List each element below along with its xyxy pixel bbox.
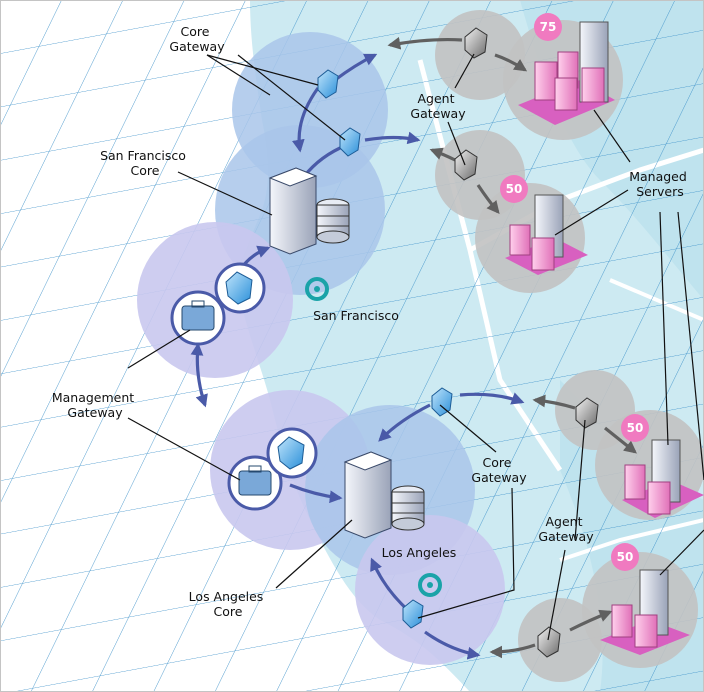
gateway-icon xyxy=(402,599,424,629)
svg-text:50: 50 xyxy=(506,182,523,196)
location-marker-icon xyxy=(418,573,442,597)
server-rack-icon xyxy=(622,439,704,518)
briefcase-icon xyxy=(227,455,283,511)
svg-text:50: 50 xyxy=(617,550,634,564)
label-management-gateway: Management Gateway xyxy=(52,390,138,420)
label-managed-servers: Managed Servers xyxy=(629,169,691,199)
gateway-icon xyxy=(317,69,339,99)
core-gateway-icons xyxy=(317,69,453,629)
label-agent-gateway-bottom: Agent Gateway xyxy=(538,514,594,544)
city-markers xyxy=(305,277,442,597)
server-tower-icon xyxy=(268,167,318,255)
database-icon xyxy=(391,485,425,531)
label-sf-core: San Francisco Core xyxy=(100,148,190,178)
gateway-icon xyxy=(431,387,453,417)
badge-la-2: 50 xyxy=(611,543,639,571)
gateway-icon xyxy=(575,397,599,429)
server-count-badges: 75 50 50 50 xyxy=(500,13,649,571)
location-marker-icon xyxy=(305,277,329,301)
agent-gateway-icons xyxy=(454,27,599,658)
gateway-icon xyxy=(339,127,361,157)
label-agent-gateway-top: Agent Gateway xyxy=(410,91,466,121)
server-rack-icon xyxy=(505,194,588,275)
label-core-gateway-top: Core Gateway xyxy=(169,24,225,54)
label-la-core: Los Angeles Core xyxy=(189,589,268,619)
core-servers xyxy=(268,167,425,539)
gateway-icon xyxy=(214,262,266,314)
gateway-icon xyxy=(537,626,561,658)
svg-text:75: 75 xyxy=(540,20,557,34)
label-la-city: Los Angeles xyxy=(382,545,457,560)
server-rack-icon xyxy=(600,569,690,655)
database-icon xyxy=(316,198,350,244)
svg-text:50: 50 xyxy=(627,421,644,435)
label-core-gateway-bottom: Core Gateway xyxy=(471,455,527,485)
badge-sf-2: 50 xyxy=(500,175,528,203)
server-tower-icon xyxy=(343,451,393,539)
managed-server-clusters xyxy=(505,21,704,655)
badge-sf-1: 75 xyxy=(534,13,562,41)
diagram-labels: Core Gateway Agent Gateway San Francisco… xyxy=(52,24,691,619)
management-gateway-nodes xyxy=(170,262,318,511)
gateway-icon xyxy=(454,149,478,181)
gateway-icon xyxy=(266,427,318,479)
label-sf-city: San Francisco xyxy=(313,308,399,323)
badge-la-1: 50 xyxy=(621,414,649,442)
gateway-icon xyxy=(464,27,488,59)
briefcase-icon xyxy=(170,290,226,346)
server-rack-icon xyxy=(518,21,615,125)
leader-lines xyxy=(127,53,704,641)
